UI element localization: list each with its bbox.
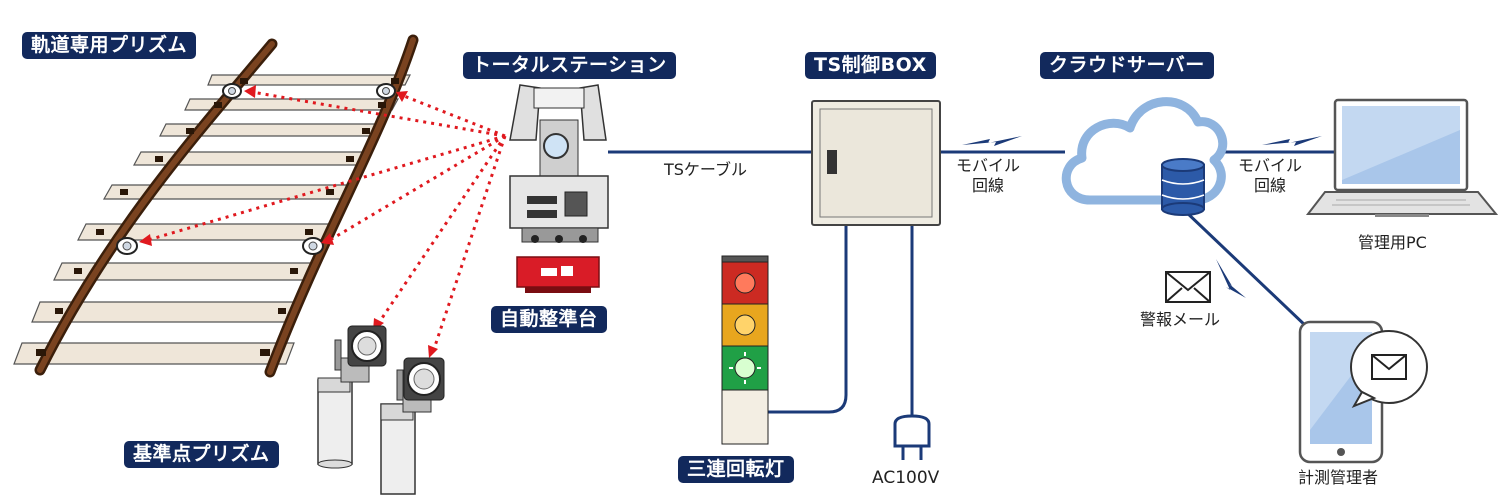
base-prism-tag: 基準点プリズム	[124, 441, 279, 468]
auto-leveler-icon	[516, 256, 600, 293]
signal-tower-icon	[721, 255, 769, 445]
mobile-line-label-1: モバイル 回線	[956, 156, 1021, 195]
tablet-icon	[1298, 320, 1428, 464]
lightning-icon	[962, 136, 1322, 298]
auto-leveler-tag: 自動整準台	[491, 306, 607, 333]
connection-lines	[608, 150, 1334, 415]
total-station-icon	[509, 84, 609, 243]
ts-cable-label: TSケーブル	[664, 160, 747, 179]
mail-icon	[1165, 271, 1211, 303]
cloud-server-tag: クラウドサーバー	[1040, 52, 1214, 79]
plug-icon	[893, 414, 931, 460]
track-prism-icon	[116, 83, 396, 255]
pc-label: 管理用PC	[1358, 233, 1427, 252]
track-prism-tag: 軌道専用プリズム	[22, 32, 197, 59]
sleepers	[13, 74, 411, 365]
manager-label: 計測管理者	[1298, 468, 1379, 487]
rail-track	[13, 34, 419, 378]
ac-power-label: AC100V	[872, 468, 940, 488]
total-station-tag: トータルステーション	[463, 52, 676, 79]
rail-clips	[36, 78, 399, 356]
alert-mail-label: 警報メール	[1140, 310, 1221, 329]
laptop-icon	[1305, 98, 1499, 217]
database-icon	[1161, 158, 1205, 216]
control-box-icon	[811, 100, 941, 226]
mobile-line-label-2: モバイル 回線	[1238, 156, 1303, 195]
laser-lines	[147, 90, 507, 353]
ts-box-tag: TS制御BOX	[805, 52, 936, 79]
signal-light-tag: 三連回転灯	[678, 456, 794, 483]
base-prism-1	[317, 325, 387, 469]
laser-arrowheads	[139, 85, 438, 358]
base-prism-2	[380, 357, 445, 495]
